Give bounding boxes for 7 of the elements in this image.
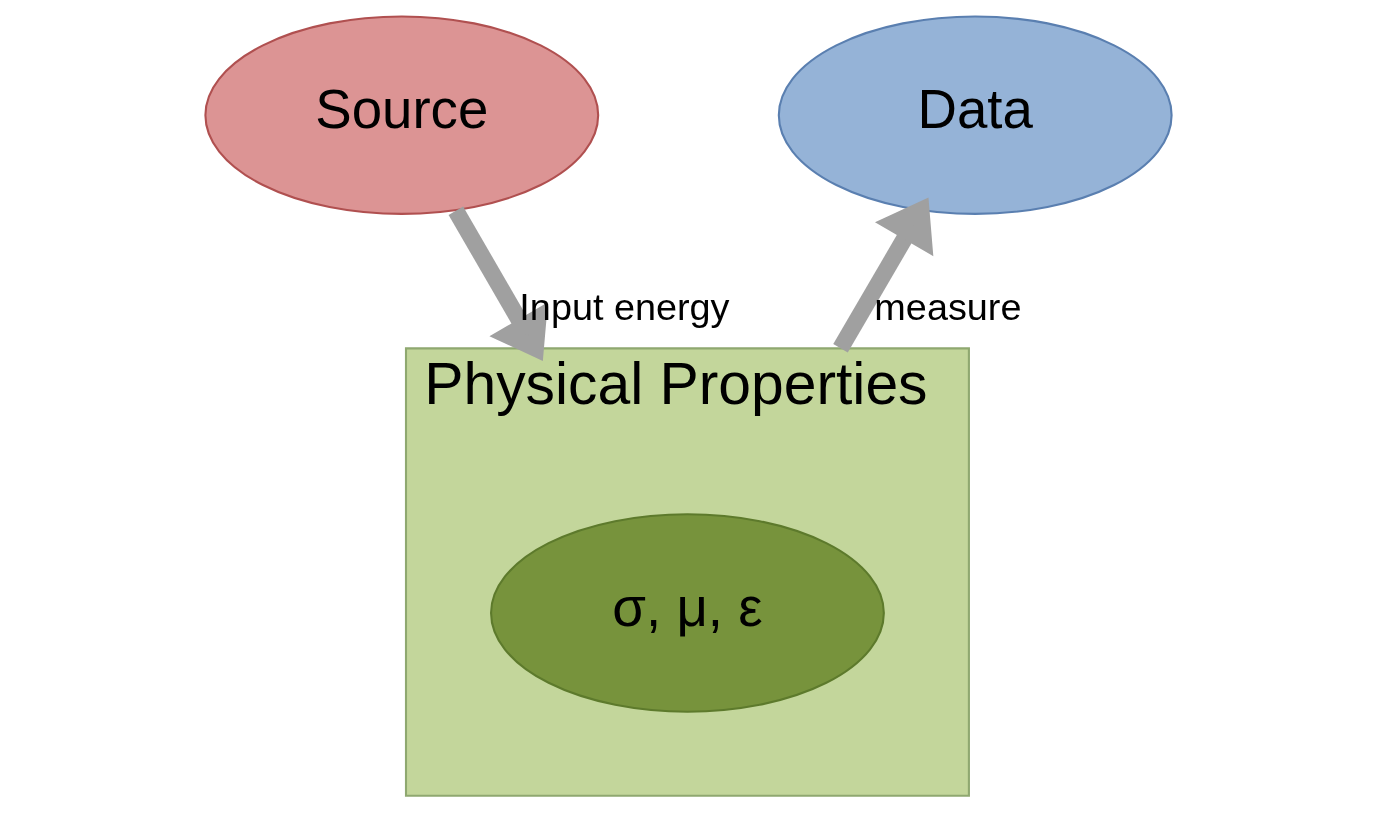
node-ellipse: Data	[777, 15, 1173, 215]
edge-label: Input energy	[519, 285, 730, 328]
node-ellipse: σ, μ, ε	[490, 513, 885, 713]
node-ellipse: Source	[204, 15, 600, 215]
arrow	[448, 206, 548, 361]
arrow	[833, 197, 934, 353]
edge-label: measure	[874, 285, 1022, 328]
